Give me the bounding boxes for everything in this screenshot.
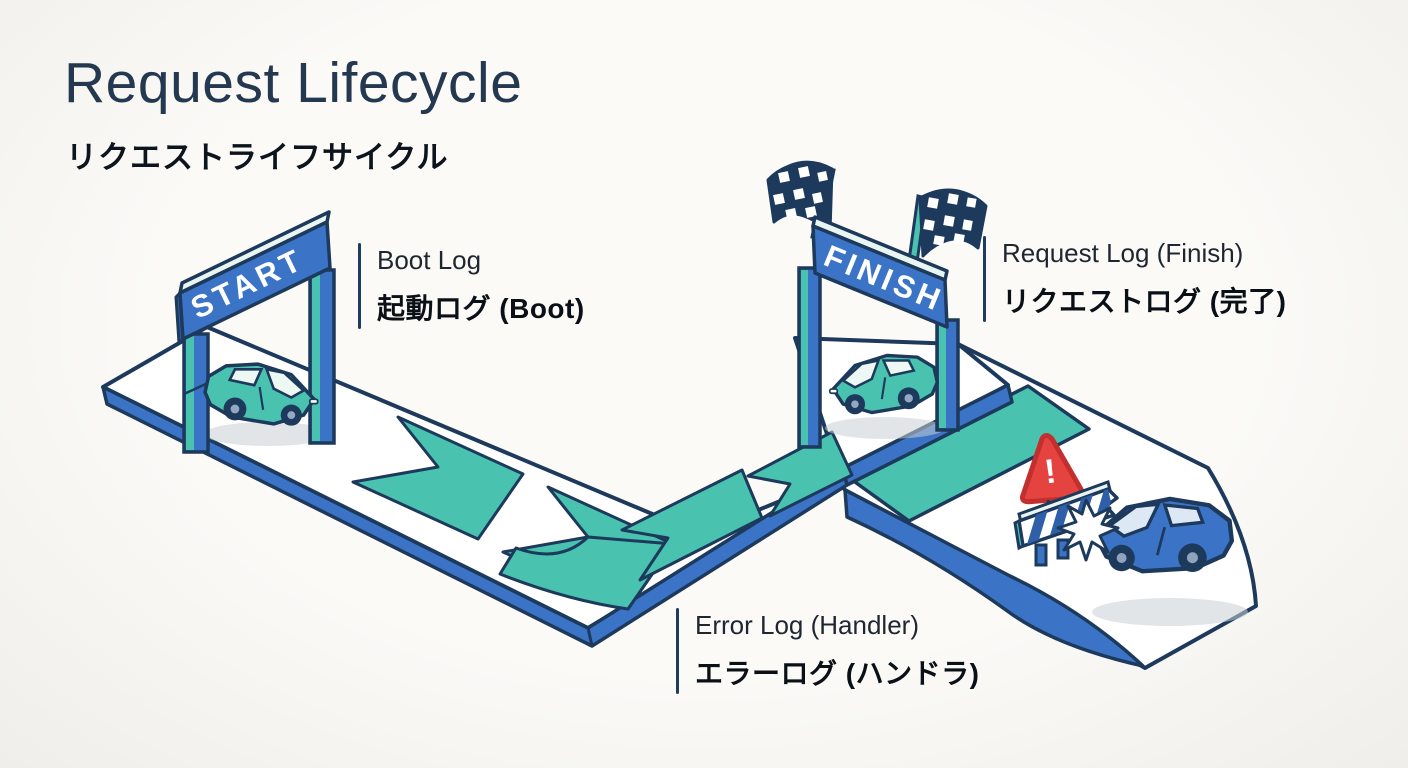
car-crashed (1093, 496, 1235, 574)
page-title: Request Lifecycle (64, 51, 523, 115)
warning-glyph: ! (1042, 452, 1058, 491)
callout-rule (358, 243, 361, 329)
crash-scene: ! (1013, 433, 1248, 626)
error-log-label-en: Error Log (Handler) (695, 610, 919, 640)
start-gate-posts (182, 268, 336, 454)
callout-rule (983, 236, 986, 322)
checkered-flag-icon (766, 160, 834, 234)
callout-rule (676, 608, 679, 694)
checkered-flag-icon (918, 188, 988, 258)
car-shadow (825, 417, 945, 439)
ramp-side-face (843, 488, 1145, 668)
callout-boot-log: Boot Log 起動ログ (Boot) (358, 243, 585, 329)
track-chevrons (351, 415, 854, 611)
start-gate: START (174, 210, 336, 454)
car-start (203, 362, 319, 426)
boot-log-label-ja: 起動ログ (Boot) (377, 293, 585, 324)
start-banner: START (174, 210, 332, 345)
callout-error-log: Error Log (Handler) エラーログ (ハンドラ) (676, 608, 979, 694)
callout-request-log: Request Log (Finish) リクエストログ (完了) (983, 236, 1286, 322)
boot-log-label-en: Boot Log (377, 245, 482, 275)
car-shadow (204, 422, 332, 446)
finish-gate: FINISH (766, 160, 988, 449)
request-log-label-en: Request Log (Finish) (1002, 238, 1244, 268)
warning-icon: ! (1019, 433, 1085, 505)
crash-burst-icon (1056, 498, 1120, 562)
error-log-label-ja: エラーログ (ハンドラ) (695, 658, 980, 689)
car-shadow (1092, 598, 1248, 626)
page-subtitle: リクエストライフサイクル (66, 140, 449, 175)
request-log-label-ja: リクエストログ (完了) (1002, 286, 1287, 317)
car-finish (828, 353, 939, 415)
